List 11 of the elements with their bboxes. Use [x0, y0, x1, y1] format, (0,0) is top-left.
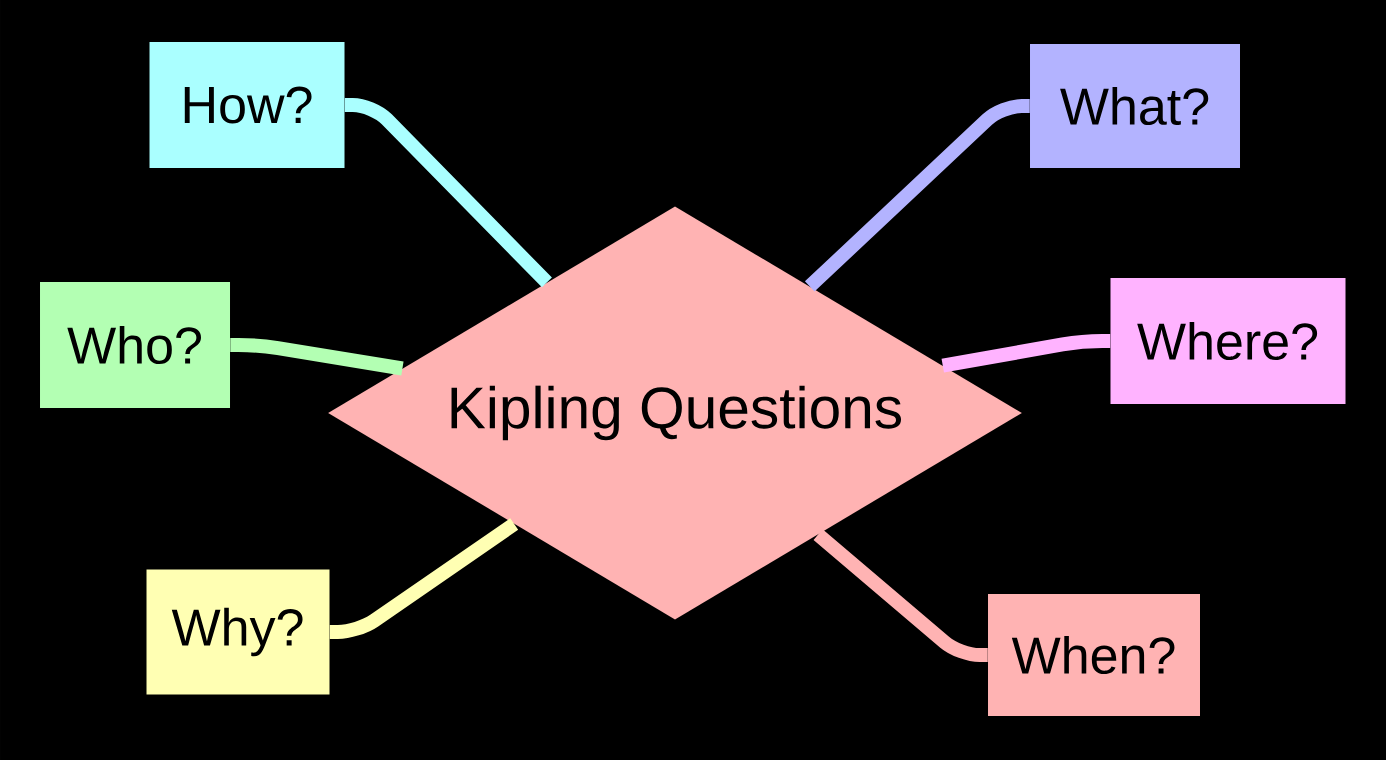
question-box: What?: [1030, 44, 1240, 168]
connector: [941, 334, 1111, 373]
question-box: Why?: [146, 569, 330, 695]
connector: [329, 518, 519, 639]
question-box: How?: [149, 42, 345, 168]
question-box: Where?: [1110, 278, 1346, 404]
connector: [813, 529, 988, 662]
connector: [804, 99, 1030, 292]
connector: [230, 338, 404, 376]
question-box: When?: [988, 594, 1200, 716]
question-box: Who?: [40, 282, 230, 408]
